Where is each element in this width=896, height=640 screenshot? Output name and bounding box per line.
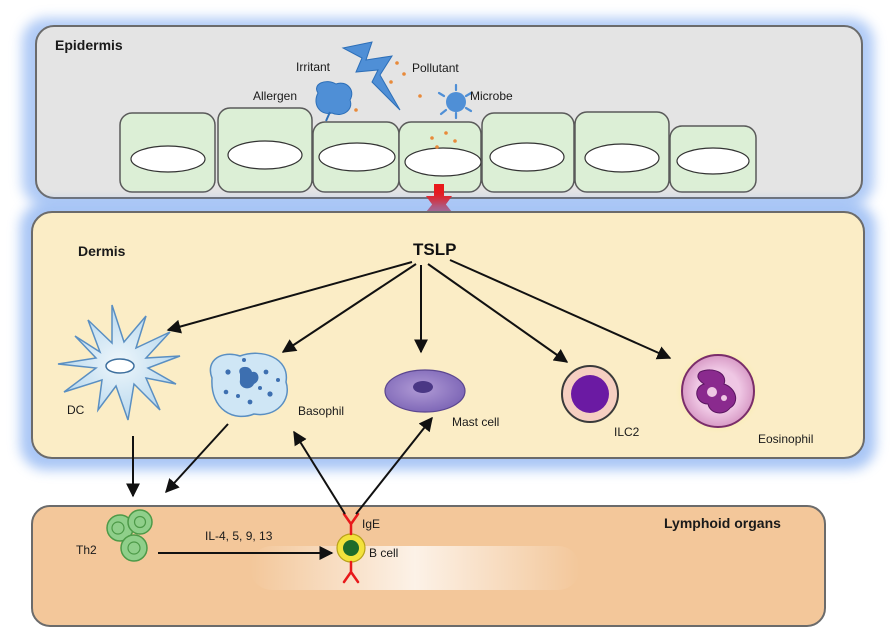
keratinocyte xyxy=(217,107,313,193)
dendritic-cell xyxy=(57,304,181,421)
keratinocyte-row xyxy=(119,107,757,193)
epidermis-panel: Epidermis xyxy=(22,18,874,206)
eosinophil-label: Eosinophil xyxy=(758,432,813,446)
ige-label: IgE xyxy=(362,517,380,531)
keratinocyte xyxy=(574,111,670,193)
arrow-basophil-to-th2 xyxy=(165,423,229,494)
dermis-label: Dermis xyxy=(78,243,126,259)
b-cell xyxy=(336,533,366,563)
arrow-tslp-to-eosinophil xyxy=(449,259,672,360)
irritant-icon xyxy=(341,41,401,111)
keratinocyte-activated xyxy=(398,121,482,193)
ige-antibody-top xyxy=(342,512,360,536)
allergen-label: Allergen xyxy=(253,89,297,103)
basophil-label: Basophil xyxy=(298,404,344,418)
keratinocyte xyxy=(119,112,216,193)
keratinocyte xyxy=(481,112,575,193)
arrow-tslp-to-ilc2 xyxy=(427,263,569,363)
pollutant-icon xyxy=(354,61,422,112)
lymphoid-panel: Lymphoid organs Th2 IL-4, 5, 9, 13 IgE B… xyxy=(31,505,826,627)
ige-antibody-bottom xyxy=(342,560,360,584)
ilc2-label: ILC2 xyxy=(614,425,640,439)
mast-cell xyxy=(384,369,466,413)
pollutant-label: Pollutant xyxy=(412,61,459,75)
cytokine-label: IL-4, 5, 9, 13 xyxy=(205,529,273,543)
dc-label: DC xyxy=(67,403,85,417)
mast-cell-label: Mast cell xyxy=(452,415,499,429)
th2-label: Th2 xyxy=(76,543,97,557)
arrow-tslp-to-dc xyxy=(166,261,413,334)
ilc2-cell xyxy=(561,365,619,423)
allergen-icon xyxy=(315,81,353,122)
arrow-tslp-to-basophil xyxy=(281,263,417,353)
tslp-label: TSLP xyxy=(413,240,456,259)
eosinophil-cell xyxy=(674,347,762,435)
irritant-label: Irritant xyxy=(296,60,331,74)
b-cell-label: B cell xyxy=(369,546,398,560)
arrow-ige-to-mast-cell xyxy=(355,416,433,515)
tslp-arrows xyxy=(166,259,672,363)
cross-panel-arrows xyxy=(126,416,433,515)
keratinocyte xyxy=(312,121,400,193)
basophil-cell xyxy=(209,352,288,418)
epidermis-label: Epidermis xyxy=(55,37,123,53)
arrow-ige-to-basophil xyxy=(293,430,346,515)
dermis-panel: Dermis TSLP DC xyxy=(20,202,876,470)
microbe-icon xyxy=(437,83,473,120)
keratinocyte xyxy=(669,125,757,193)
lymphoid-label: Lymphoid organs xyxy=(664,515,781,531)
th2-cells xyxy=(106,509,153,562)
microbe-label: Microbe xyxy=(470,89,513,103)
